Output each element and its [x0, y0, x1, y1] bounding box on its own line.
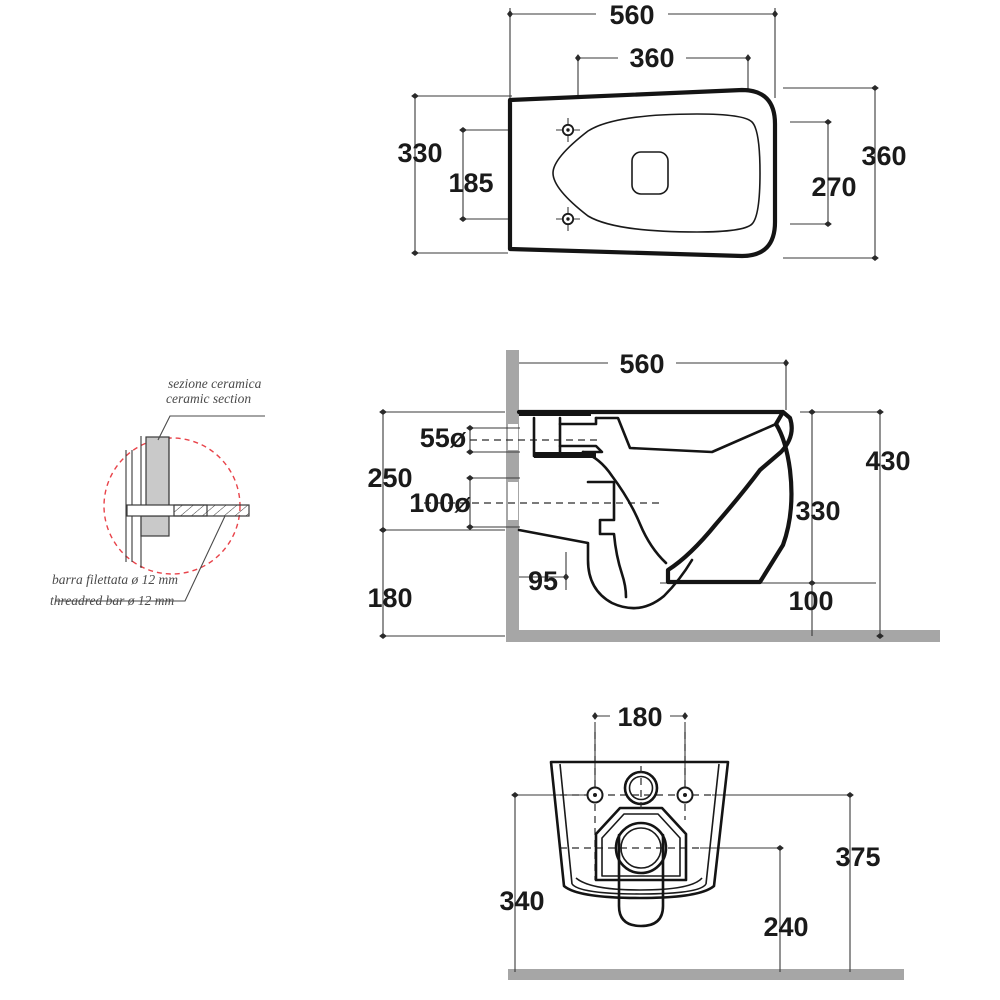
side-dim-180-label: 180 [367, 583, 412, 613]
top-view-fixing-hole-lower [556, 207, 580, 231]
front-view-waste-outlet [614, 821, 668, 875]
floor-band [506, 630, 940, 642]
top-dim-360-depth-label: 360 [861, 141, 906, 171]
top-view-group [411, 2, 879, 261]
wall-opening-inlet [508, 424, 518, 450]
front-view-pan-body [549, 760, 730, 900]
side-view-seat-shelf [594, 416, 778, 454]
side-dim-100dia-label: 100ø [409, 488, 471, 518]
front-view-pan-base-curve-2 [575, 877, 703, 891]
front-view-pan-inner-right [705, 763, 720, 885]
detail-ceramic-upper [145, 436, 170, 511]
detail-label-section-it: sezione ceramica [168, 376, 262, 391]
front-view-waste-outlet-inner [620, 827, 662, 869]
top-dim-360-width-label: 360 [629, 43, 674, 73]
top-view-seat-outline [552, 113, 761, 233]
top-view-pan-outline [507, 87, 778, 259]
detail-label-bar-it: barra filettata ø 12 mm [52, 572, 178, 587]
front-dim-340-label: 340 [499, 886, 544, 916]
front-view-pan-base-curve [571, 883, 707, 895]
side-view-rim-under [581, 450, 668, 565]
detail-threaded-bar [173, 504, 250, 517]
detail-label-section-en: ceramic section [166, 391, 251, 406]
front-view-waste-spigot [617, 833, 665, 928]
front-view-outlet-boss-inner [601, 813, 681, 877]
front-view-water-inlet-inner [628, 775, 654, 801]
side-view-trap-wall [586, 480, 628, 599]
front-view-outlet-boss [594, 806, 688, 882]
top-dim-185-label: 185 [448, 168, 493, 198]
front-dim-240-label: 240 [763, 912, 808, 942]
side-dim-95-label: 95 [528, 566, 558, 596]
front-dim-180-label: 180 [617, 702, 662, 732]
top-dim-560-label: 560 [609, 0, 654, 30]
side-dim-430-label: 430 [865, 446, 910, 476]
side-view-wc-profile [516, 409, 794, 585]
front-view-fixing-hole-right [676, 786, 694, 804]
top-view-flush-aperture [631, 151, 669, 195]
top-view-fixing-hole-upper [556, 118, 580, 142]
top-dim-270-label: 270 [811, 172, 856, 202]
side-view-inlet-fitting [519, 410, 604, 458]
wall-opening-outlet [508, 482, 518, 520]
side-dim-330-label: 330 [795, 496, 840, 526]
top-dim-330-label: 330 [397, 138, 442, 168]
detail-view-group [55, 415, 265, 602]
front-dim-375-label: 375 [835, 842, 880, 872]
side-view-group [379, 350, 940, 642]
side-dim-250-label: 250 [367, 463, 412, 493]
top-view-extension-lines [415, 8, 875, 259]
detail-ceramic-lower [140, 515, 170, 537]
detail-leader-bar [55, 515, 226, 602]
side-dim-55dia-label: 55ø [420, 423, 467, 453]
front-view-group [508, 702, 904, 980]
detail-leader-ceramic [157, 415, 265, 441]
front-floor-band [508, 969, 904, 980]
front-view-pan-inner-left [559, 763, 573, 885]
side-dim-100-label: 100 [788, 586, 833, 616]
side-view-bowl-interior [517, 528, 694, 610]
side-dim-560-label: 560 [619, 349, 664, 379]
detail-label-bar-en: threadred bar ø 12 mm [50, 593, 174, 608]
front-view-fixing-hole-left [586, 786, 604, 804]
